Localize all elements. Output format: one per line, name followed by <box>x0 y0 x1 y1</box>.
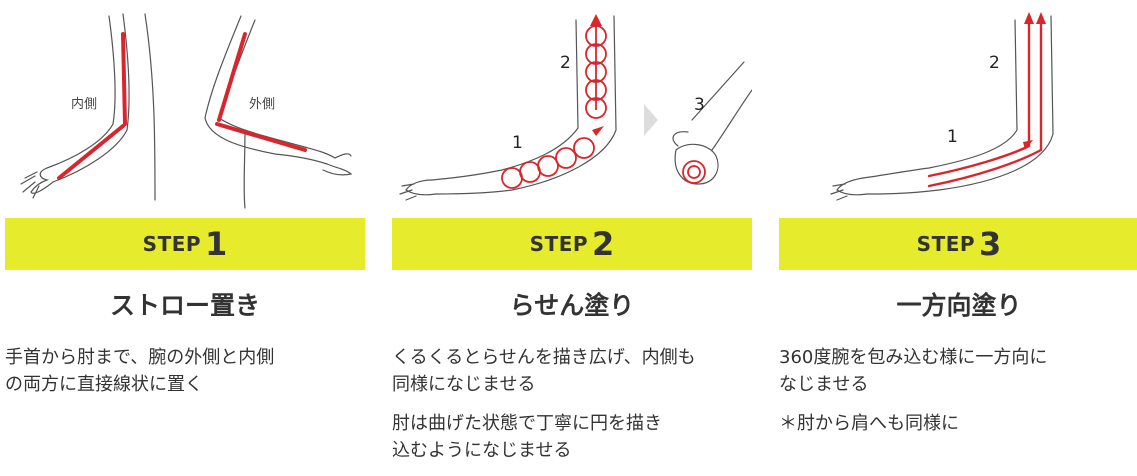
step-banner: STEP 1 <box>5 218 365 270</box>
description-paragraph: ＊肘から肩へも同様に <box>779 413 959 434</box>
red-stroke <box>217 32 247 122</box>
arm-outline <box>431 19 579 181</box>
arrow-head-icon <box>1036 12 1046 24</box>
hand-outline <box>830 177 868 201</box>
arrow-head-icon <box>1023 140 1033 150</box>
hand-outline <box>399 179 437 201</box>
hand-outline <box>30 167 54 194</box>
arm-outline <box>862 19 1018 179</box>
description-paragraph: 手首から肘まで、腕の外側と内側 の両方に直接線状に置く <box>5 347 275 395</box>
step-2-illustration: 2 1 3 <box>392 0 752 210</box>
step-1-column: 内側 外側 STEP 1 ストロー置き 手首から肘まで、腕の外側と内側 の両方に… <box>5 0 365 468</box>
torso-outline <box>243 129 246 209</box>
arm-outline <box>435 15 617 195</box>
step-description: 手首から肘まで、腕の外側と内側 の両方に直接線状に置く <box>5 344 365 410</box>
chevron-right-icon <box>644 104 658 136</box>
description-paragraph: くるくるとらせんを描き広げ、内側も 同様になじませる <box>392 347 696 395</box>
step-title: ストロー置き <box>109 291 260 320</box>
arm-outline <box>218 117 336 159</box>
step-1-illustration: 内側 外側 <box>5 0 365 210</box>
elbow-outline <box>674 143 719 185</box>
hand-outline <box>322 153 353 176</box>
torso-outline <box>144 13 156 201</box>
arm-outline <box>691 61 745 121</box>
arrow-head-icon <box>590 14 602 26</box>
arrow-head-icon <box>592 126 604 136</box>
arrow-head-icon <box>1024 12 1034 24</box>
arm-outline <box>46 15 116 169</box>
step-description: 360度腕を包み込む様に一方向に なじませる ＊肘から肩へも同様に <box>779 344 1137 449</box>
step-word: STEP <box>529 232 589 256</box>
step-word: STEP <box>142 232 202 256</box>
red-stroke <box>121 32 127 126</box>
red-stroke <box>57 124 125 180</box>
label-number: 2 <box>560 53 571 73</box>
label-number: 3 <box>694 95 705 115</box>
arm-outline <box>204 15 328 165</box>
step-title: 一方向塗り <box>896 291 1022 320</box>
label-inner: 内側 <box>71 96 97 112</box>
label-outer: 外側 <box>249 97 275 112</box>
step-word: STEP <box>916 232 976 256</box>
step-number: 3 <box>979 225 1002 263</box>
hand-outline <box>672 131 689 147</box>
arm-illustration-spiral: 2 1 3 <box>399 14 752 201</box>
red-stroke <box>215 122 307 152</box>
step-number: 1 <box>205 225 228 263</box>
arm-outline <box>52 13 130 183</box>
description-paragraph: 360度腕を包み込む様に一方向に なじませる <box>779 347 1048 395</box>
step-banner: STEP 2 <box>392 218 752 270</box>
step-2-column: 2 1 3 STEP 2 らせん塗り くるくるとらせんを描き広げ、内側も 同様に… <box>392 0 752 468</box>
spiral-stroke <box>501 25 607 189</box>
arm-illustration-inner-outer: 内側 外側 <box>20 13 353 209</box>
description-paragraph: 肘は曲げた状態で丁寧に円を描き 込むようになじませる <box>392 413 662 461</box>
label-number: 1 <box>947 127 958 147</box>
label-number: 2 <box>989 53 1000 73</box>
step-title: らせん塗り <box>509 291 635 320</box>
arm-illustration-one-direction: 2 1 <box>830 12 1054 201</box>
fingers-outline <box>20 171 40 199</box>
arm-outline <box>866 15 1054 195</box>
step-banner: STEP 3 <box>779 218 1137 270</box>
step-number: 2 <box>592 225 615 263</box>
circle-stroke <box>682 160 706 184</box>
step-3-column: 2 1 STEP 3 一方向塗り 360度腕を包み込む様に一方向に なじませる … <box>779 0 1137 468</box>
step-description: くるくるとらせんを描き広げ、内側も 同様になじませる 肘は曲げた状態で丁寧に円を… <box>392 344 752 476</box>
step-3-illustration: 2 1 <box>779 0 1137 210</box>
label-number: 1 <box>512 133 523 153</box>
arm-outline <box>711 89 752 151</box>
red-stroke <box>927 18 1043 188</box>
